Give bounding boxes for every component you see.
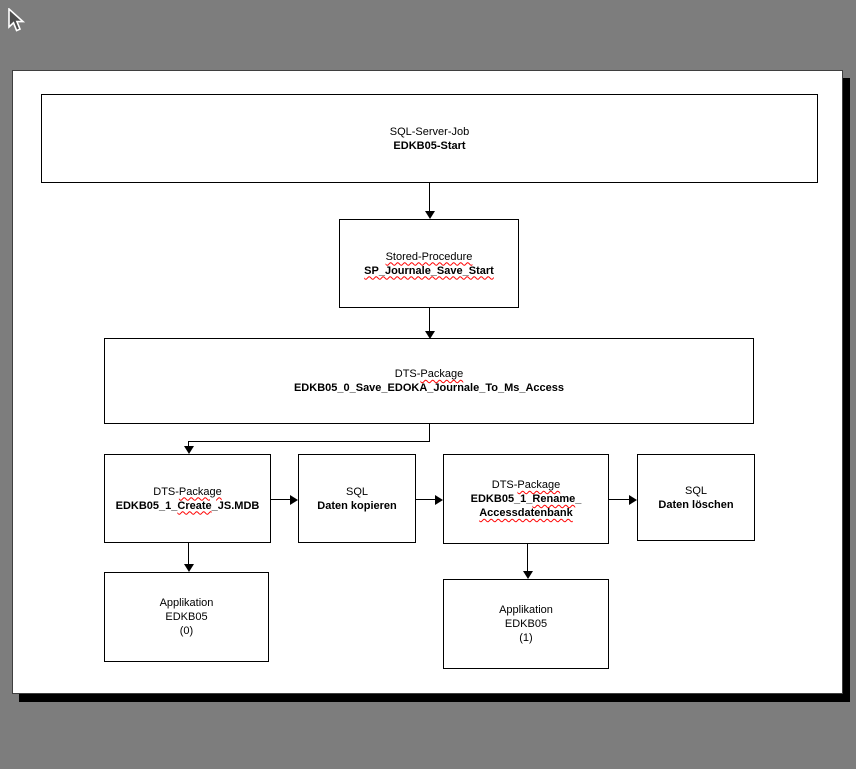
node-type-label: SQL [684,484,707,497]
node-type-label: DTS-Package [491,479,561,491]
node-name-label: Daten kopieren [317,499,397,512]
document-page: SQL-Server-Job EDKB05-Start Stored-Proce… [12,70,843,694]
node-type-label: SQL [345,485,368,498]
node-sql-copy[interactable]: SQL Daten kopieren [298,454,416,543]
arrow-right-icon [435,495,443,505]
node-stored-procedure[interactable]: Stored-Procedure SP_Journale_Save_Start [339,219,519,308]
node-type-label: Stored-Procedure [385,250,473,263]
node-name-label: SP_Journale_Save_Start [364,264,494,277]
node-dts-save[interactable]: DTS-Package EDKB05_0_Save_EDOKA_Journale… [104,338,754,424]
node-line: EDKB05 [165,611,208,623]
arrow-down-icon [184,564,194,572]
connector-line [429,308,430,331]
connector-line [188,543,189,564]
node-type-label: DTS-Package [394,368,464,380]
node-line: Applikation [159,597,214,609]
arrow-down-icon [425,331,435,339]
node-line: Applikation [499,604,553,616]
connector-line [188,441,430,442]
node-line: (1) [519,632,533,644]
node-dts-create[interactable]: DTS-Package EDKB05_1_Create_JS.MDB [104,454,271,543]
node-type-label: DTS-Package [153,485,222,498]
node-sql-delete[interactable]: SQL Daten löschen [637,454,755,541]
arrow-cursor-icon [8,8,26,32]
arrow-down-icon [523,571,533,579]
node-sql-server-job[interactable]: SQL-Server-Job EDKB05-Start [41,94,818,183]
node-name-label: Daten löschen [658,498,734,511]
node-name-label: EDKB05_0_Save_EDOKA_Journale_To_Ms_Acces… [293,382,565,394]
node-type-label: SQL-Server-Job [389,125,470,138]
arrow-down-icon [425,211,435,219]
connector-line [429,424,430,442]
connector-line [527,544,528,571]
arrow-down-icon [184,446,194,454]
node-name-label: EDKB05_1_Rename_ [470,493,582,505]
connector-line [416,499,435,500]
node-applikation-1[interactable]: Applikation EDKB05 (1) [443,579,609,669]
connector-line [271,499,290,500]
node-line: EDKB05 [504,618,548,630]
connector-line [188,441,189,446]
node-line: (0) [179,625,194,637]
arrow-right-icon [629,495,637,505]
node-name-label: Accessdatenbank [479,507,573,519]
node-applikation-0[interactable]: Applikation EDKB05 (0) [104,572,269,662]
node-name-label: EDKB05-Start [393,139,466,152]
connector-line [429,183,430,211]
connector-line [609,499,629,500]
arrow-right-icon [290,495,298,505]
node-dts-rename[interactable]: DTS-Package EDKB05_1_Rename_ Accessdaten… [443,454,609,544]
node-name-label: EDKB05_1_Create_JS.MDB [115,499,260,512]
